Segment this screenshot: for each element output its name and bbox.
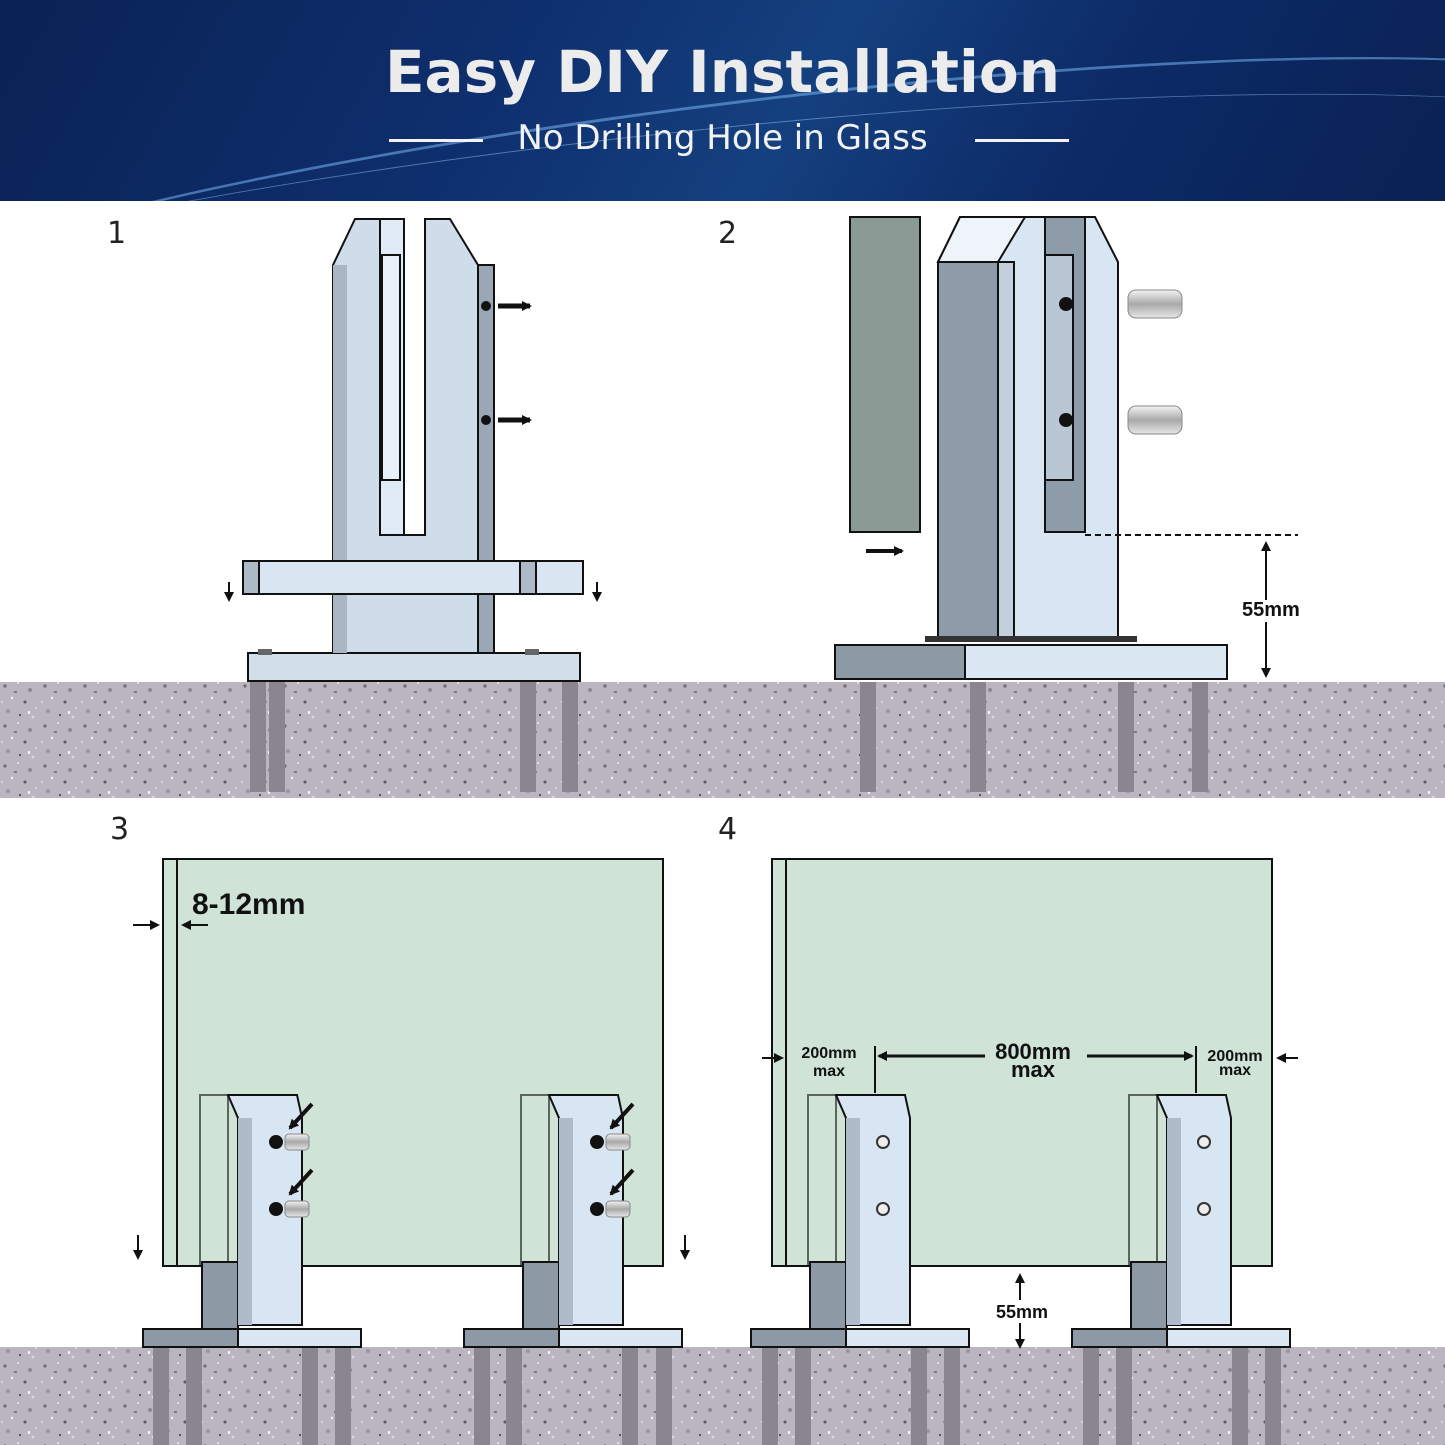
subtitle-rule-right	[975, 139, 1069, 142]
step-3-thickness-label: 8-12mm	[192, 888, 305, 921]
step-2-screws	[1127, 289, 1183, 435]
step-4-edge-label-right-sub: max	[1219, 1062, 1251, 1079]
step-4-edge-label-right: 200mm	[1207, 1048, 1262, 1065]
step-1-number: 1	[107, 216, 127, 251]
step-2-number: 2	[718, 216, 738, 251]
step-4-dimensions	[762, 1046, 1298, 1349]
step-4-clamp-left	[750, 1094, 970, 1445]
step-3-clamp-left	[142, 1094, 362, 1445]
step-4-number: 4	[718, 812, 738, 847]
step-4-spacing-label: 800mm	[995, 1039, 1071, 1064]
step-2-height-label: 55mm	[1242, 599, 1300, 621]
ground-bottom	[0, 1347, 1445, 1445]
ground-top	[0, 682, 1445, 798]
step-3-thickness-arrows	[133, 920, 690, 1260]
step-2-height-dimension	[1085, 534, 1298, 678]
step-4-spacing-label-sub: max	[1011, 1057, 1056, 1082]
step-4-edge-label-left: 200mm	[801, 1045, 856, 1062]
installation-diagram: 55mm 8-12mm	[0, 216, 1445, 1445]
step-1-arrows	[498, 301, 532, 425]
page-title: Easy DIY Installation	[384, 38, 1061, 106]
page-subtitle: No Drilling Hole in Glass	[517, 118, 928, 158]
step-4-height-label: 55mm	[996, 1302, 1048, 1322]
header-banner	[0, 0, 1445, 201]
step-1-down-arrows	[224, 582, 602, 602]
step-4-clamp-right	[1071, 1094, 1291, 1445]
step-3-number: 3	[110, 812, 130, 847]
step-1-clamp	[242, 218, 584, 792]
step-3-clamp-right	[463, 1094, 683, 1445]
step-3-screw-arrows	[288, 1102, 635, 1196]
subtitle-rule-left	[389, 139, 483, 142]
step-4-edge-label-left-sub: max	[813, 1063, 845, 1080]
step-2-clamp	[834, 216, 1228, 792]
